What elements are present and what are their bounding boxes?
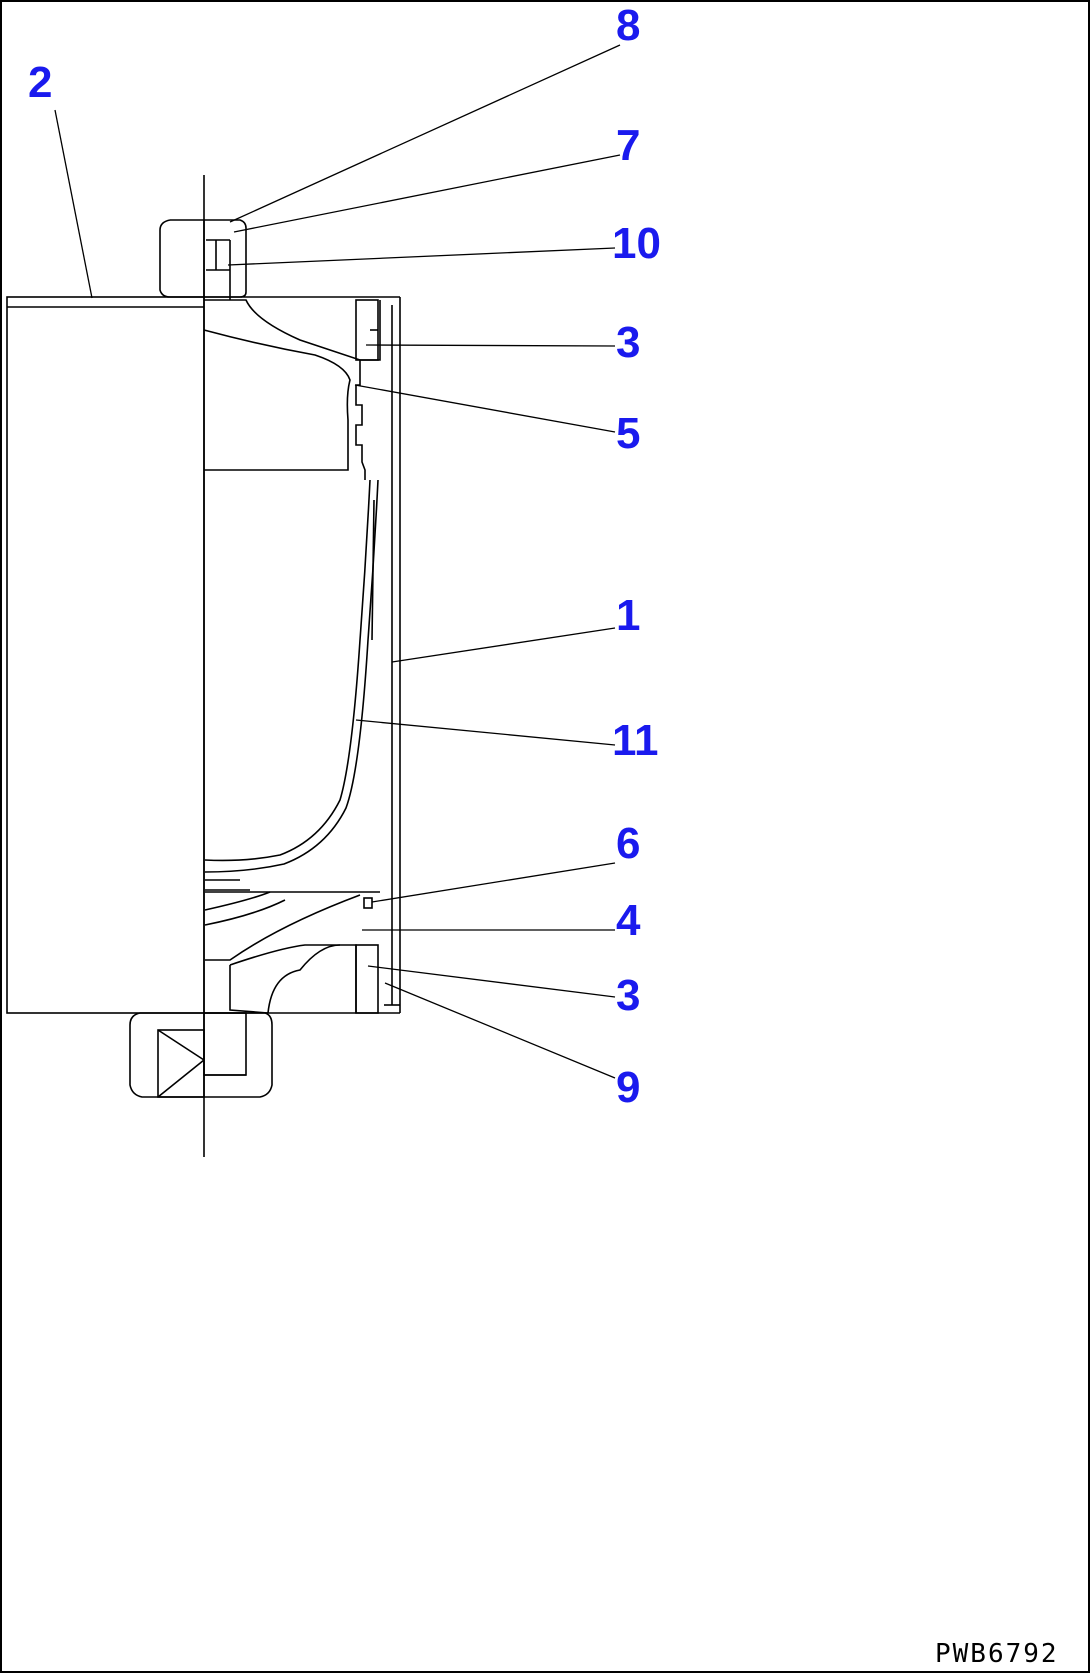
- callout-4: 4: [616, 896, 641, 945]
- leader-10: [227, 247, 616, 266]
- callout-3-bottom: 3: [616, 971, 640, 1020]
- drawing-code: PWB6792: [935, 1639, 1059, 1669]
- top-nut-part-8: [159, 219, 247, 300]
- callout-9: 9: [616, 1063, 640, 1112]
- leader-9: [384, 982, 616, 1079]
- drain-plug-part-9: [129, 1012, 273, 1098]
- leader-5: [354, 384, 616, 433]
- upper-head-part-5: [203, 299, 381, 480]
- bowl-part-11: [204, 479, 380, 893]
- callout-8: 8: [616, 1, 640, 50]
- leader-3-bottom: [367, 965, 616, 998]
- callout-3-top: 3: [616, 318, 640, 367]
- callout-2: 2: [28, 58, 52, 107]
- callout-7: 7: [616, 121, 640, 170]
- leader-2: [54, 109, 93, 299]
- leader-6: [371, 862, 616, 903]
- lower-head-part-4: [204, 891, 379, 1014]
- callout-11: 11: [612, 716, 659, 765]
- o-ring-part-6: [363, 897, 373, 909]
- leader-3-top: [365, 344, 616, 347]
- leader-7: [233, 154, 621, 233]
- callout-6: 6: [616, 819, 640, 868]
- leader-lines: [54, 44, 621, 1079]
- leader-11: [355, 719, 616, 746]
- callout-5: 5: [616, 409, 640, 458]
- case-part-1: [204, 296, 401, 1014]
- filter-cartridge-part-2: [6, 296, 205, 1014]
- leader-1: [391, 627, 616, 663]
- callout-10: 10: [612, 219, 661, 268]
- leader-8: [229, 44, 621, 223]
- callout-labels: 8 7 10 2 3 5 1 11 6 4 3 9: [28, 1, 661, 1112]
- callout-1: 1: [616, 591, 640, 640]
